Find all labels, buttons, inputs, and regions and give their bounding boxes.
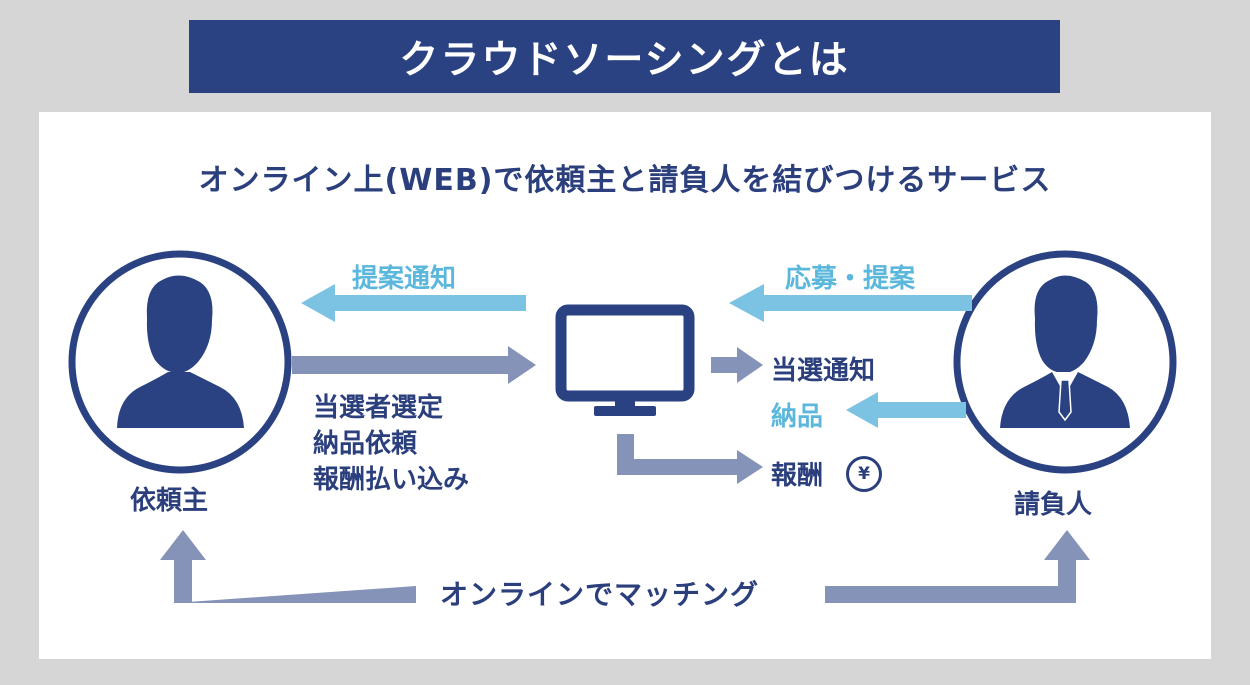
contractor-avatar-icon (953, 250, 1177, 474)
proposal-notice-arrow (301, 284, 526, 322)
client-actions-list: 当選者選定 納品依頼 報酬払い込み (313, 390, 469, 498)
proposal-notice-label: 提案通知 (352, 264, 457, 294)
client-action-select-winner: 当選者選定 (313, 393, 444, 423)
client-label: 依頼主 (130, 486, 209, 516)
page-title: クラウドソーシングとは (399, 37, 850, 83)
matching-arrow-left-body (174, 560, 192, 603)
reward-arrow (617, 434, 763, 484)
delivery-arrow (846, 392, 966, 428)
win-notice-label: 当選通知 (771, 356, 876, 386)
matching-arrow-left (160, 530, 416, 603)
matching-label: オンラインでマッチング (416, 573, 784, 613)
client-action-pay-reward: 報酬払い込み (313, 465, 470, 495)
application-proposal-label: 応募・提案 (785, 264, 916, 294)
client-avatar-icon (68, 250, 292, 474)
reward-label: 報酬 (771, 461, 824, 491)
contractor-label: 請負人 (1014, 490, 1093, 520)
delivery-label: 納品 (771, 402, 824, 432)
computer-monitor-icon (555, 304, 695, 416)
application-proposal-arrow (729, 284, 972, 322)
title-banner: クラウドソーシングとは (189, 20, 1060, 93)
subtitle: オンライン上(WEB)で依頼主と請負人を結びつけるサービス (198, 163, 1052, 198)
client-action-request-delivery: 納品依頼 (313, 429, 418, 459)
yen-icon: ¥ (846, 456, 882, 492)
matching-arrow-right (825, 530, 1090, 603)
win-notice-arrow (711, 347, 763, 383)
client-to-platform-arrow (292, 346, 536, 384)
